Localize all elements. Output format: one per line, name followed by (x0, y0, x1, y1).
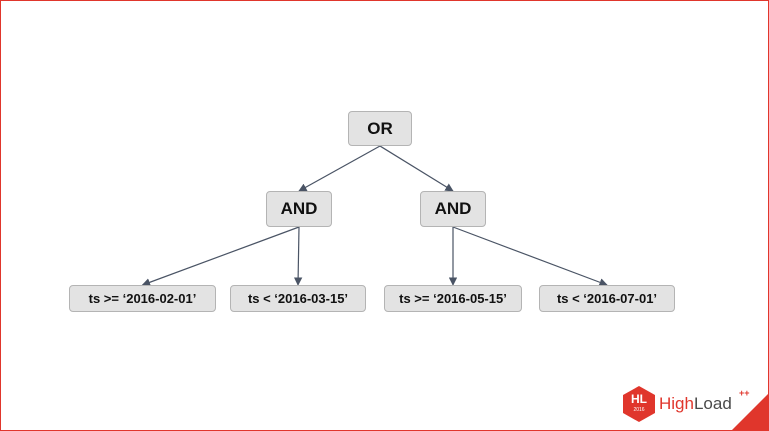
condition-label: ts < ‘2016-03-15’ (247, 291, 349, 306)
logo-plus: ++ (739, 388, 750, 398)
condition-ts-gte-2016-02-01: ts >= ‘2016-02-01’ (69, 285, 216, 312)
edge-or-to-and2 (379, 145, 454, 192)
condition-ts-lt-2016-03-15: ts < ‘2016-03-15’ (230, 285, 366, 312)
edge-and1-to-c2 (293, 226, 303, 286)
or-node-label: OR (367, 118, 393, 138)
or-node: OR (348, 111, 412, 146)
and-node-right: AND (420, 191, 486, 227)
logo-hexagon-icon (623, 386, 655, 422)
condition-ts-gte-2016-05-15: ts >= ‘2016-05-15’ (384, 285, 522, 312)
edge-and2-to-c4 (452, 226, 608, 287)
and-node-right-label: AND (434, 199, 472, 218)
edge-or-to-and1 (298, 145, 381, 192)
logo-year: 2016 (633, 407, 645, 413)
edge-and1-to-c1 (141, 226, 300, 287)
condition-label: ts >= ‘2016-05-15’ (399, 291, 507, 306)
logo-initials: HL (631, 392, 647, 406)
and-node-left: AND (266, 191, 332, 227)
condition-label: ts < ‘2016-07-01’ (556, 291, 658, 306)
and-node-left-label: AND (280, 199, 318, 218)
logo-word-load: Load (693, 394, 732, 413)
condition-ts-lt-2016-07-01: ts < ‘2016-07-01’ (539, 285, 675, 312)
logo-wordmark: HighLoad (659, 394, 732, 414)
logo-word-high: High (659, 394, 694, 413)
condition-label: ts >= ‘2016-02-01’ (88, 291, 197, 306)
corner-accent (732, 394, 768, 430)
